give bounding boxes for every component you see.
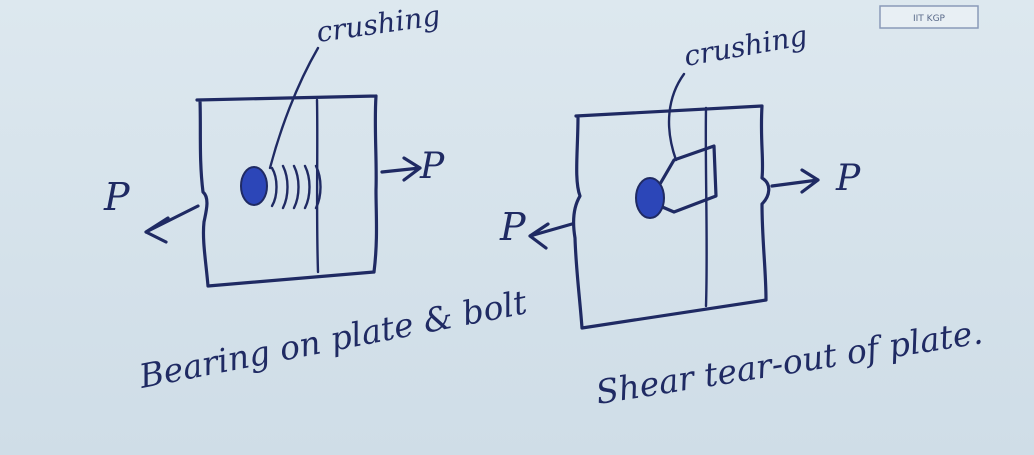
right-leader-line xyxy=(669,74,684,160)
logo-stamp: IIT KGP xyxy=(880,6,978,28)
right-splice-line xyxy=(706,108,707,306)
left-arrow-right xyxy=(382,158,420,180)
left-load-left: P xyxy=(103,175,131,219)
left-figure: crushing P P Bearing on plate & bolt xyxy=(103,0,531,396)
right-load-right: P xyxy=(835,158,861,199)
right-bolt xyxy=(636,178,664,218)
right-arrow-left xyxy=(530,224,572,248)
left-splice-line xyxy=(317,100,318,272)
stamp-text: IIT KGP xyxy=(913,14,946,24)
left-leader-line xyxy=(270,48,318,168)
right-load-left: P xyxy=(499,205,527,249)
left-caption: Bearing on plate & bolt xyxy=(135,282,530,396)
right-tearout-region xyxy=(660,146,716,212)
left-crushing-label: crushing xyxy=(314,0,442,49)
right-caption: Shear tear-out of plate. xyxy=(593,312,985,412)
right-crushing-label: crushing xyxy=(681,19,809,73)
left-load-right: P xyxy=(419,146,445,187)
right-figure: crushing P P Shear tear-out of plate. xyxy=(499,19,985,412)
right-arrow-right xyxy=(772,170,818,192)
left-arrow-left xyxy=(146,206,198,242)
left-crushing-hatch xyxy=(272,166,321,208)
left-bolt xyxy=(241,167,267,205)
